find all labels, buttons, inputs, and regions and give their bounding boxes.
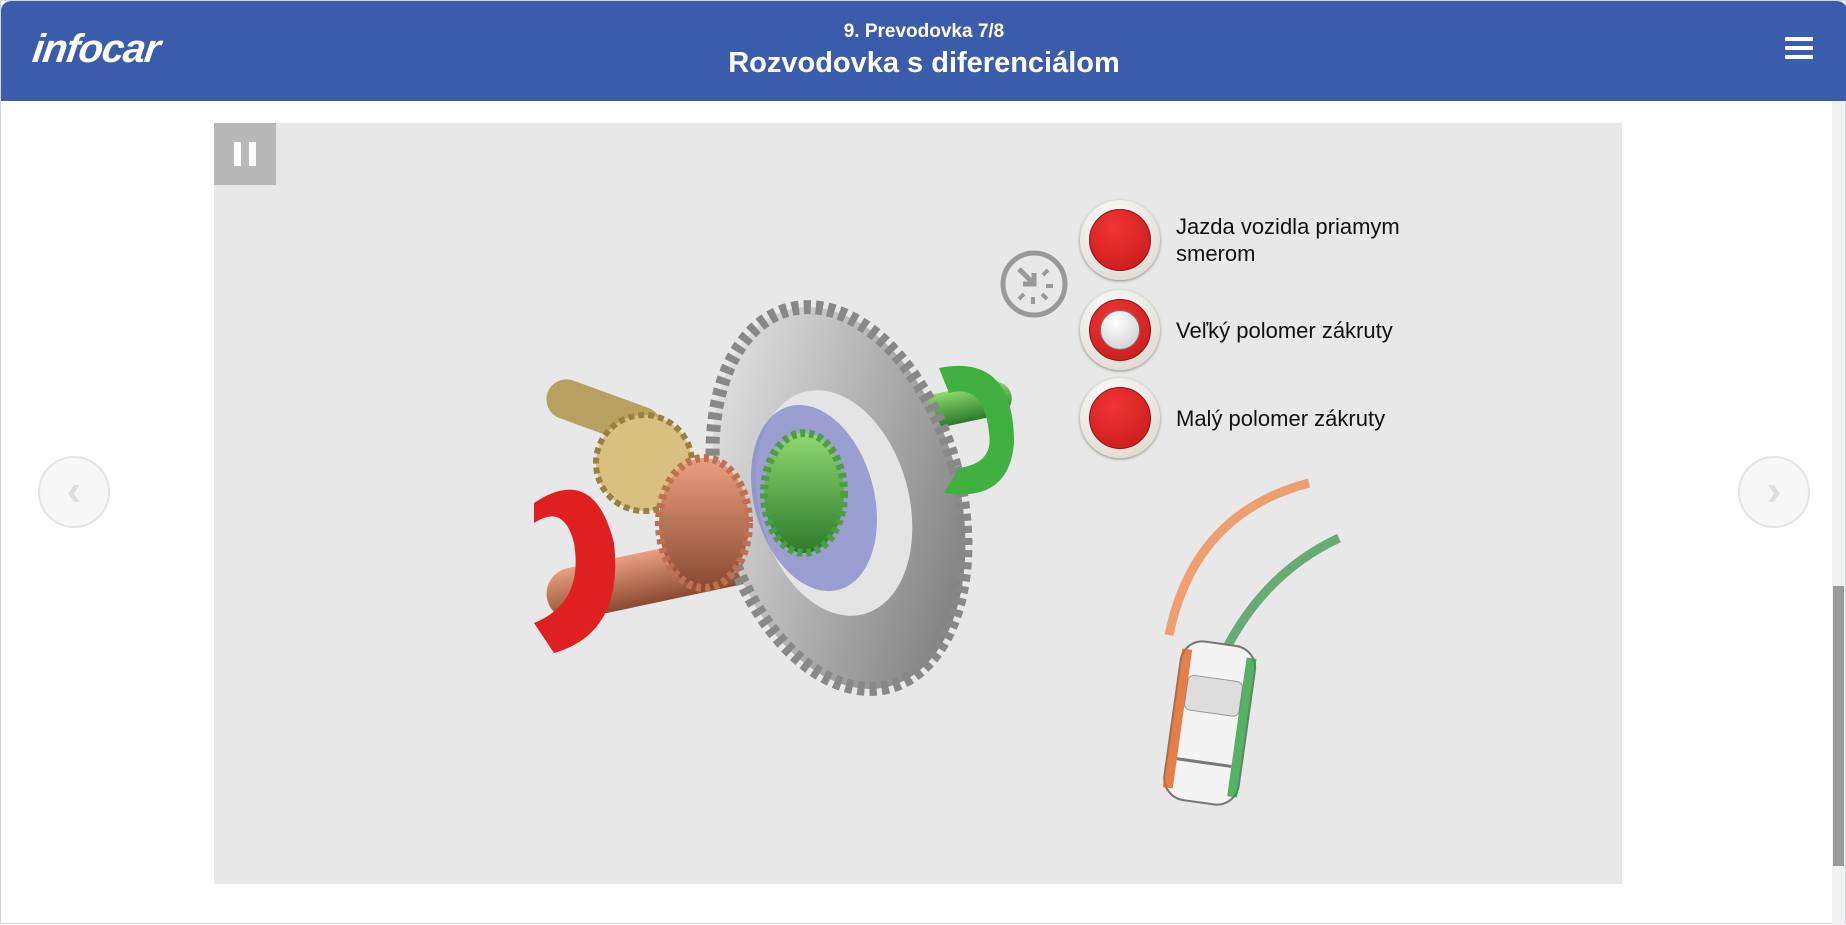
hamburger-line	[1785, 46, 1813, 50]
car-icon	[1162, 640, 1257, 806]
hamburger-line	[1785, 55, 1813, 59]
header: infocar 9. Prevodovka 7/8 Rozvodovka s d…	[1, 1, 1846, 101]
pause-button[interactable]	[214, 123, 276, 185]
option-label: Jazda vozidla priamym smerom	[1176, 214, 1400, 266]
option-label: Veľký polomer zákruty	[1176, 317, 1393, 343]
chapter-subtitle: 9. Prevodovka 7/8	[843, 21, 1005, 42]
option-small-radius[interactable]: Malý polomer zákruty	[1080, 378, 1446, 458]
interactive-hint-icon	[1000, 250, 1068, 318]
next-button[interactable]: ›	[1738, 456, 1810, 528]
radio-button-selected[interactable]	[1080, 290, 1160, 370]
radio-button[interactable]	[1080, 378, 1160, 458]
right-rotation-arrow	[939, 365, 1014, 495]
differential-illustration	[534, 250, 1341, 806]
prev-button[interactable]: ‹	[38, 456, 110, 528]
scrollbar[interactable]	[1832, 101, 1845, 925]
scrollbar-thumb[interactable]	[1833, 586, 1844, 866]
radio-button[interactable]	[1080, 200, 1160, 280]
pause-icon	[234, 142, 241, 166]
page-title: Rozvodovka s diferenciálom	[728, 47, 1120, 79]
left-rotation-arrow	[534, 489, 616, 653]
option-label: Malý polomer zákruty	[1176, 405, 1386, 431]
option-large-radius[interactable]: Veľký polomer zákruty	[1080, 290, 1446, 370]
pause-icon-bar	[249, 142, 256, 166]
hamburger-icon	[1785, 37, 1813, 41]
option-straight[interactable]: Jazda vozidla priamym smerom	[1080, 200, 1446, 280]
gear-assembly	[546, 300, 1012, 696]
car-path-diagram	[1162, 478, 1341, 806]
animation-stage: Jazda vozidla priamym smerom Veľký polom…	[214, 123, 1622, 884]
menu-button[interactable]	[1785, 37, 1813, 61]
